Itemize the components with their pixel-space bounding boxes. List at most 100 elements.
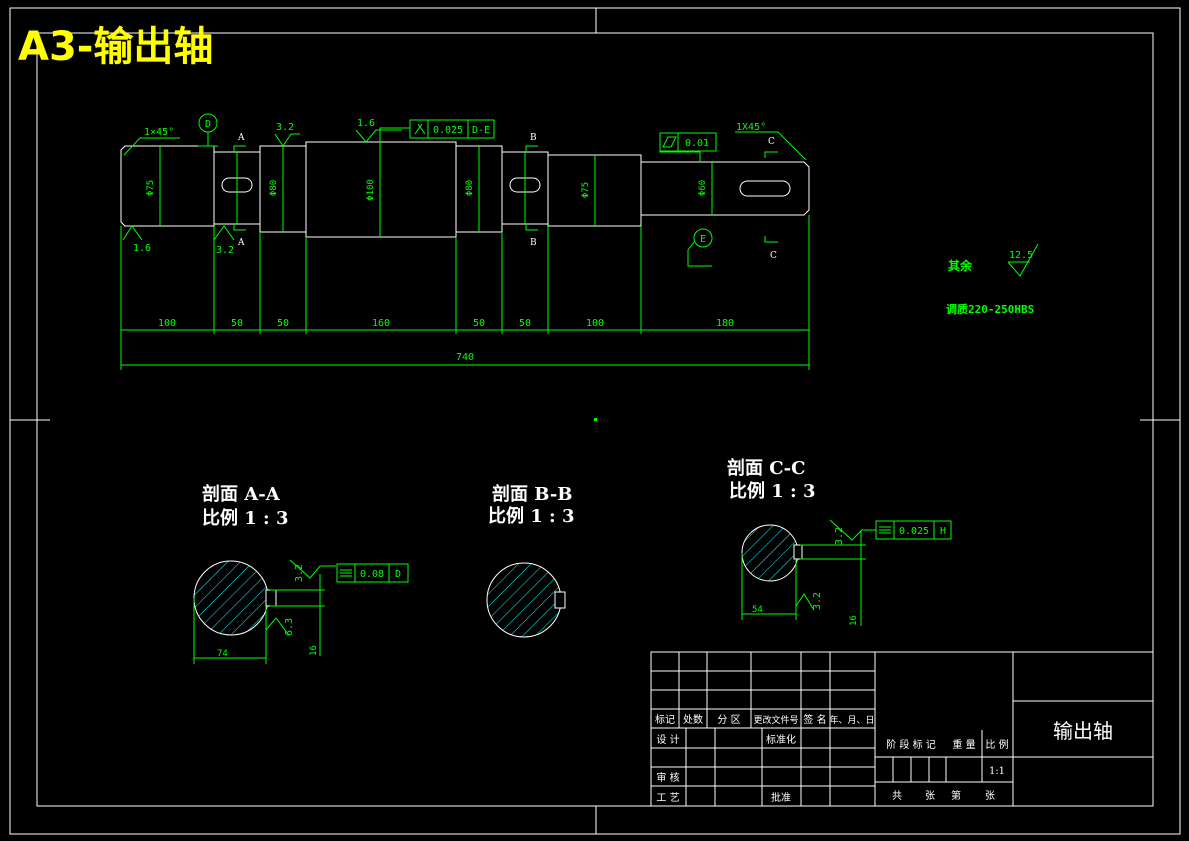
section-b-top: B: [530, 133, 537, 143]
section-bb-title: 剖面 B-B: [492, 483, 573, 505]
section-a-top: A: [237, 133, 245, 143]
roughness-32a: 3.2: [276, 122, 294, 133]
chamfer-left-leader: [123, 137, 180, 156]
tb-zone: 分 区: [717, 714, 740, 726]
cut-a-bottom: [233, 224, 246, 231]
datum-d: D: [205, 119, 211, 130]
tol1-runout-icon: [414, 123, 426, 135]
diameter-lines: [159, 142, 713, 237]
tb-page-end: 张: [985, 790, 995, 802]
tol1-datum: D-E: [472, 125, 490, 136]
tol2-value: 0.01: [685, 138, 709, 149]
tol2-frame: [659, 132, 717, 152]
tol2-leader: [659, 148, 701, 162]
cc-rough2: 3.2: [812, 592, 823, 610]
cc-rough1: 3.2: [834, 527, 845, 545]
aa-tol-datum: D: [395, 569, 401, 580]
datum-e-stem: [687, 241, 712, 267]
cc-tol-value: 0.025: [899, 526, 929, 537]
cc-tol-frame: [875, 520, 952, 540]
length-4: 160: [372, 318, 390, 329]
roughness-other: 12.5: [1009, 250, 1033, 261]
title-block-grid: [650, 651, 1154, 807]
tb-design: 设 计: [656, 733, 679, 746]
tb-count: 处数: [683, 713, 703, 726]
section-cc-figure: [741, 519, 876, 626]
chamfer-left: 1×45°: [144, 127, 174, 138]
section-c-bottom: C: [770, 251, 777, 261]
diam-label-5: Φ75: [581, 182, 591, 198]
tb-mark: 标记: [655, 714, 675, 726]
length-3: 50: [277, 318, 289, 329]
tb-sign: 签 名: [803, 713, 826, 726]
roughness-symbol-2: [355, 129, 402, 143]
tb-scale-label: 比 例: [985, 738, 1008, 751]
cut-c-top: [764, 151, 778, 158]
diam-label-2: Φ80: [269, 180, 279, 196]
tb-sheet: 张: [925, 790, 935, 802]
cc-depth: 16: [849, 615, 859, 626]
section-cc-scale: 比例 1 : 3: [729, 480, 816, 502]
roughness-symbol-3: [122, 225, 143, 241]
section-b-bottom: B: [530, 238, 537, 248]
tol1-leader: [379, 127, 410, 142]
center-dot: [594, 418, 597, 421]
tb-stage: 阶 段 标 记: [886, 738, 936, 751]
section-a-bottom: A: [237, 238, 245, 248]
section-aa-scale: 比例 1 : 3: [202, 507, 289, 529]
length-1: 100: [158, 318, 176, 329]
roughness-16b: 1.6: [133, 243, 151, 254]
outer-border: [9, 7, 1181, 835]
tol2-cylindricity-icon: [662, 136, 677, 148]
diam-label-3: Φ100: [366, 179, 376, 201]
cut-b-top: [525, 145, 538, 152]
tb-process: 工 艺: [656, 792, 679, 804]
aa-symmetry-icon: [340, 569, 352, 577]
aa-width: 74: [217, 649, 228, 659]
cc-width: 54: [752, 605, 763, 615]
part-name: 输出轴: [1053, 719, 1113, 743]
tb-scale-value: 1:1: [989, 766, 1005, 777]
total-length: 740: [456, 352, 474, 363]
tb-approve: 批准: [771, 791, 791, 804]
aa-depth: 16: [309, 645, 319, 656]
tol1-frame: [409, 119, 495, 139]
length-2: 50: [231, 318, 243, 329]
section-cc-title: 剖面 C-C: [727, 457, 805, 479]
datum-e-circle: [693, 228, 713, 248]
section-bb-scale: 比例 1 : 3: [488, 505, 575, 527]
roughness-symbol-1: [274, 133, 300, 147]
cut-a-top: [233, 145, 246, 152]
roughness-16a: 1.6: [357, 118, 375, 129]
length-5: 50: [473, 318, 485, 329]
chamfer-right-leader: [735, 131, 807, 161]
length-8: 180: [716, 318, 734, 329]
diam-label-4: Φ80: [465, 180, 475, 196]
length-7: 100: [586, 318, 604, 329]
section-aa-title: 剖面 A-A: [202, 483, 281, 505]
cc-symmetry-icon: [879, 526, 891, 534]
tb-standard: 标准化: [766, 733, 796, 746]
tb-total: 共: [892, 790, 902, 802]
diam-label-1: Φ75: [146, 180, 156, 196]
section-bb-figure: [486, 562, 566, 638]
cut-c-bottom: [764, 236, 778, 243]
length-6: 50: [519, 318, 531, 329]
aa-tol-frame: [336, 563, 409, 583]
datum-e: E: [700, 234, 706, 245]
roughness-32b: 3.2: [216, 245, 234, 256]
tb-date: 年、月、日: [829, 714, 874, 726]
note-heat: 调质220-250HBS: [946, 302, 1034, 316]
sheet-title: A3-输出轴: [18, 24, 213, 70]
tb-page: 第: [951, 789, 961, 802]
section-c-top: C: [768, 137, 775, 147]
roughness-other-symbol: [1007, 243, 1039, 277]
cut-b-bottom: [525, 224, 538, 231]
length-dimensions: [120, 215, 810, 370]
chamfer-right: 1X45°: [736, 122, 766, 133]
aa-tol-value: 0.08: [360, 569, 384, 580]
roughness-symbol-4: [213, 225, 235, 241]
tb-check: 审 核: [656, 771, 679, 784]
cc-tol-datum: H: [940, 526, 946, 537]
